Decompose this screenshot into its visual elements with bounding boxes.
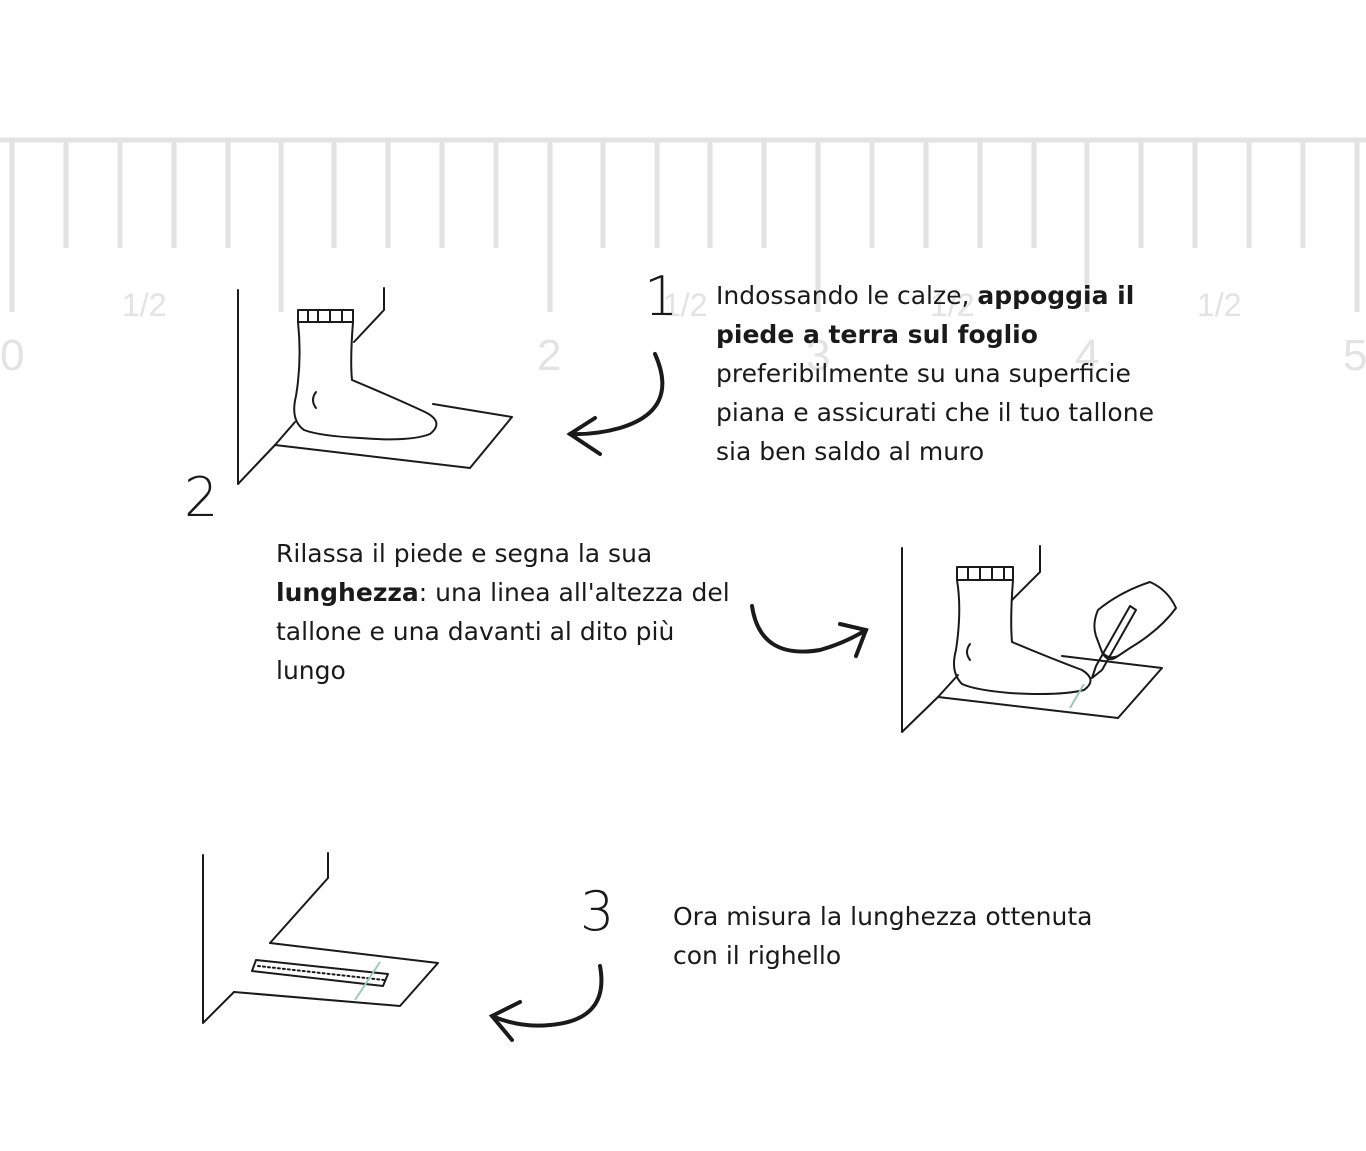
step2-instruction: Rilassa il piede e segna la sua lunghezz…	[276, 534, 746, 690]
step2-arrow	[750, 604, 869, 658]
ruler-number-0: 0	[0, 331, 24, 380]
ruler-half-label: 1/2	[1197, 287, 1241, 323]
step2-illustration	[901, 545, 1177, 733]
ruler-number-2: 2	[537, 331, 561, 380]
ruler-background	[0, 137, 1366, 312]
step1-text-start: Indossando le calze,	[716, 281, 978, 310]
sock-icon	[293, 309, 438, 441]
ruler-half-label: 1/2	[122, 287, 166, 323]
step2-text-start: Rilassa il piede e segna la sua	[276, 539, 653, 568]
step2-number: 2	[184, 466, 218, 529]
step1-text-bold: appoggia il piede a terra sul foglio	[716, 281, 1135, 349]
step1-arrow	[566, 352, 665, 456]
step1-instruction: Indossando le calze, appoggia il piede a…	[716, 276, 1186, 471]
step3-arrow	[488, 964, 604, 1042]
ruler-half-label: 1/2	[663, 287, 707, 323]
ruler-labels: 0 2 3 4 5 1/2 1/2 1/2 1/2	[0, 287, 1366, 380]
step1-illustration	[237, 287, 513, 485]
step2-text-bold: lunghezza	[276, 578, 419, 607]
hand-icon	[1093, 581, 1177, 659]
step2-text-end: : una linea all'altezza del tallone e un…	[276, 578, 730, 685]
step3-instruction: Ora misura la lunghezza ottenuta con il …	[673, 902, 1093, 970]
step3-number: 3	[580, 880, 614, 943]
pencil-icon	[1091, 605, 1137, 679]
ruler-number-5: 5	[1343, 331, 1366, 380]
ruler-number-4: 4	[1075, 331, 1099, 380]
step3-illustration	[202, 852, 439, 1024]
ruler-number-3: 3	[806, 331, 830, 380]
ruler-half-label: 1/2	[930, 287, 974, 323]
step1-text-end: preferibilmente su una superficie piana …	[716, 359, 1154, 466]
length-mark	[354, 961, 381, 1001]
length-mark	[1069, 683, 1085, 709]
step1-number: 1	[644, 265, 678, 328]
ruler-icon	[251, 959, 389, 987]
sock-icon	[953, 566, 1092, 695]
